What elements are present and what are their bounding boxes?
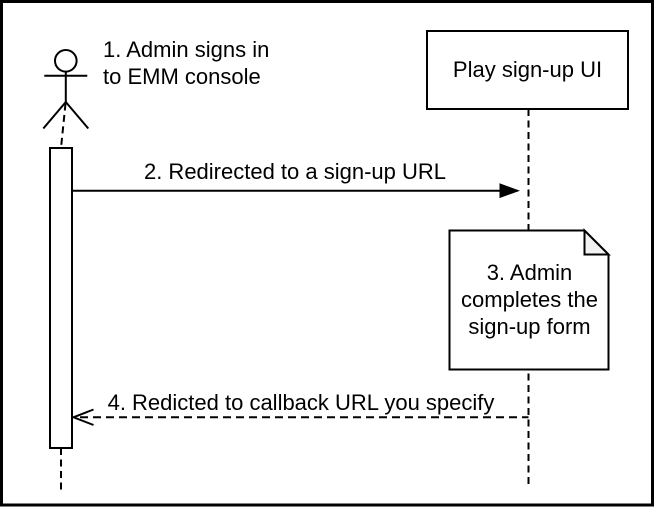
participant-label: Play sign-up UI <box>452 57 603 82</box>
participant-box <box>426 30 629 110</box>
note-label-line2: completes the <box>461 287 598 312</box>
note-label-line3: sign-up form <box>468 314 591 339</box>
note-box <box>448 228 611 371</box>
message-4-arrow <box>70 408 529 426</box>
actor-leg-left <box>42 101 67 130</box>
actor-figure <box>42 49 90 130</box>
actor-label-line1: 1. Admin signs in <box>103 37 270 62</box>
actor-label: 1. Admin signs in to EMM console <box>103 36 269 90</box>
actor-label-line2: to EMM console <box>103 64 261 89</box>
note-label-line1: 3. Admin <box>486 260 573 285</box>
message-4-open-arrowhead-icon <box>70 408 94 426</box>
message-2-arrowhead-icon <box>499 183 520 199</box>
message-2-arrow <box>72 183 520 199</box>
message-2-label: 2. Redirected to a sign-up URL <box>143 159 447 184</box>
actor-head <box>54 49 78 73</box>
note-folded-corner-icon <box>583 228 611 256</box>
activation-bar <box>49 147 73 449</box>
actor-lifeline-upper <box>60 103 67 149</box>
note-label: 3. Admin completes the sign-up form <box>450 259 609 340</box>
actor-leg-right <box>65 101 90 130</box>
message-4-label: 4. Redicted to callback URL you specify <box>107 390 495 415</box>
diagram-border <box>0 0 654 507</box>
note-body <box>448 229 610 371</box>
